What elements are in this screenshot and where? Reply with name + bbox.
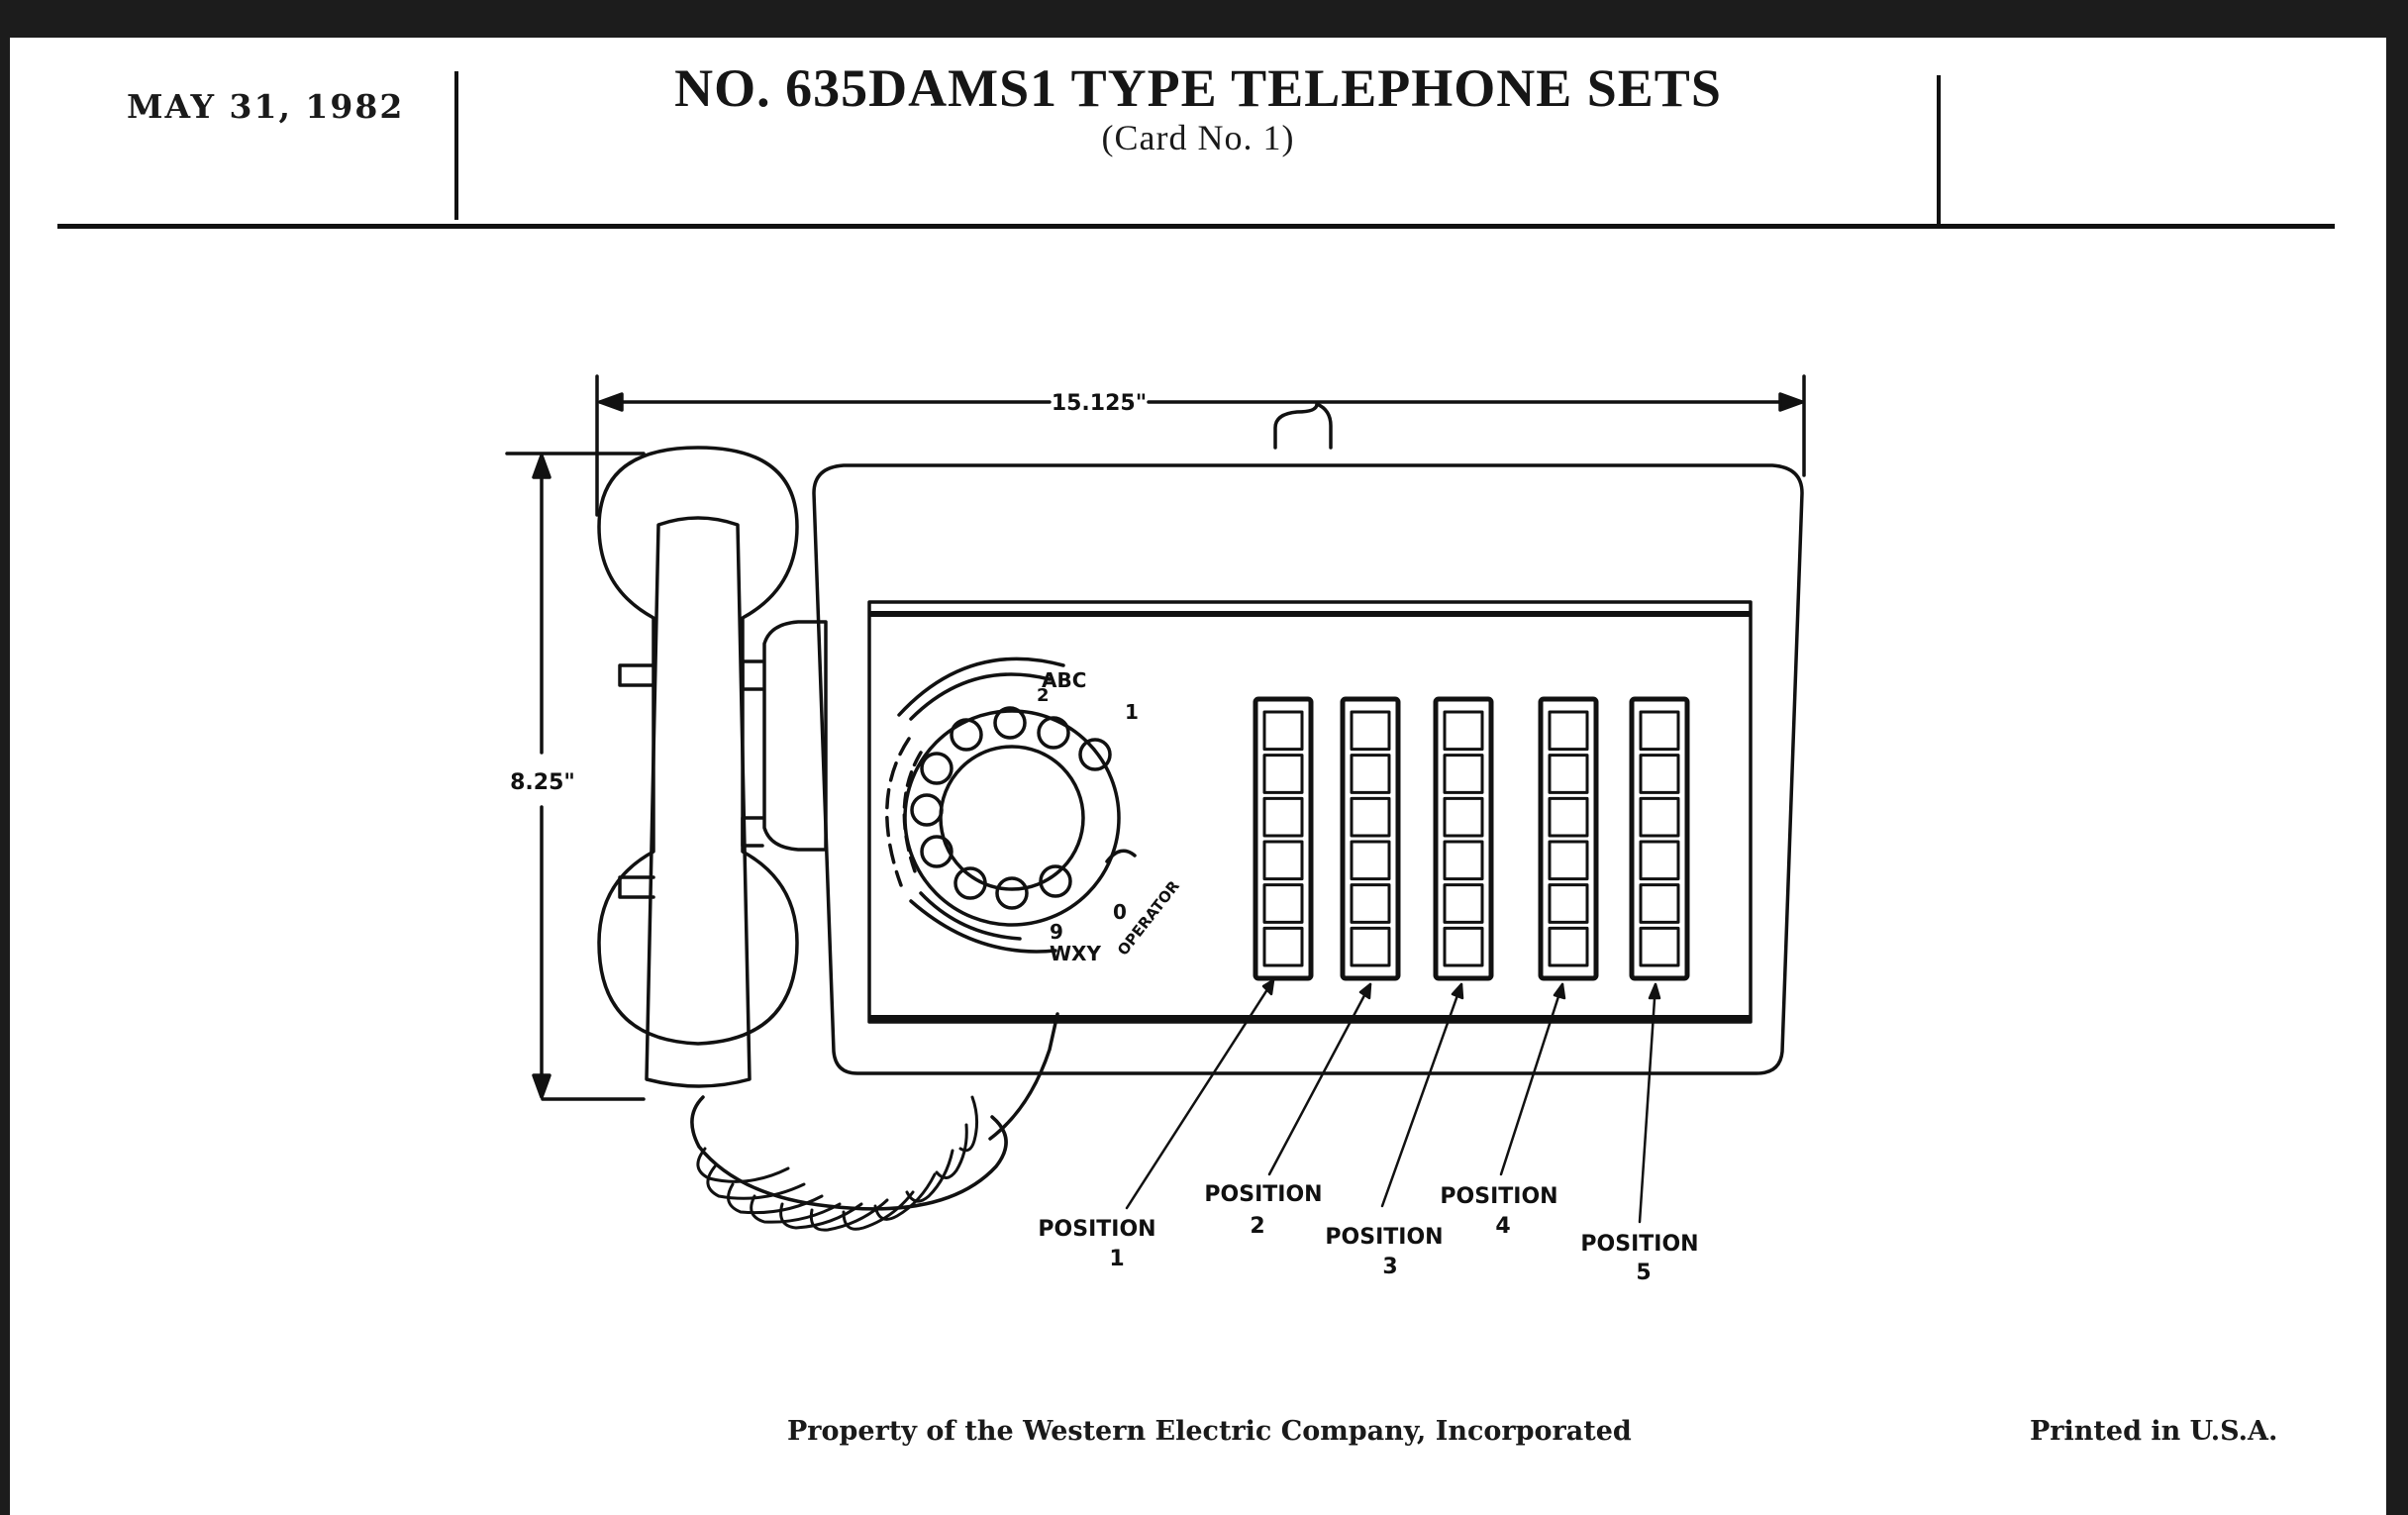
dial-label-wxy: WXY <box>1050 942 1101 965</box>
line-key <box>1639 710 1680 752</box>
line-key <box>1443 840 1484 881</box>
line-key <box>1639 926 1680 967</box>
line-key-strips <box>1253 696 1690 981</box>
reference-card <box>10 38 2386 1515</box>
line-key <box>1262 840 1304 881</box>
rotary-dial: ABC 2 1 9 WXY 0 OPERATOR <box>885 656 1183 965</box>
line-key <box>1443 710 1484 752</box>
header-divider-right <box>1937 75 1941 224</box>
line-key <box>1350 926 1391 967</box>
line-key <box>1443 926 1484 967</box>
line-key <box>1350 796 1391 838</box>
card-date: MAY 31, 1982 <box>127 87 405 126</box>
dial-label-abc: ABC <box>1042 668 1086 692</box>
handset-bracket <box>762 620 828 852</box>
line-key-strip-3 <box>1433 696 1494 981</box>
position-1-number: 1 <box>1109 1247 1124 1271</box>
property-notice: Property of the Western Electric Company… <box>787 1416 1632 1447</box>
line-key <box>1639 840 1680 881</box>
position-3-label: POSITION <box>1325 1225 1443 1250</box>
line-key <box>1639 754 1680 794</box>
position-2-label: POSITION <box>1204 1182 1322 1207</box>
line-key <box>1443 754 1484 794</box>
height-dimension: 8.25" <box>505 452 646 1101</box>
line-key <box>1443 796 1484 838</box>
dial-label-2: 2 <box>1037 685 1050 706</box>
line-key <box>1548 796 1589 838</box>
line-key <box>1548 840 1589 881</box>
printed-notice: Printed in U.S.A. <box>2030 1416 2278 1447</box>
handset-cord <box>690 1095 1008 1211</box>
position-5-label: POSITION <box>1580 1232 1698 1257</box>
line-key-strip-4 <box>1538 696 1599 981</box>
line-key <box>1262 883 1304 924</box>
card-title: NO. 635DAMS1 TYPE TELEPHONE SETS <box>674 58 1722 118</box>
line-key-strip-1 <box>1253 696 1314 981</box>
position-4-number: 4 <box>1495 1214 1510 1239</box>
position-1-label: POSITION <box>1038 1217 1155 1242</box>
line-key <box>1350 840 1391 881</box>
line-key-strip-5 <box>1629 696 1690 981</box>
line-key <box>1262 710 1304 752</box>
line-key <box>1262 796 1304 838</box>
line-key <box>1639 796 1680 838</box>
line-key <box>1350 710 1391 752</box>
line-key <box>1548 754 1589 794</box>
line-key <box>1639 883 1680 924</box>
handset <box>597 446 799 1046</box>
card-subtitle: (Card No. 1) <box>1101 118 1295 157</box>
line-key <box>1548 710 1589 752</box>
line-key <box>1262 926 1304 967</box>
position-3-number: 3 <box>1382 1255 1397 1279</box>
line-key <box>1443 883 1484 924</box>
dial-label-1: 1 <box>1125 700 1139 724</box>
position-2-number: 2 <box>1250 1214 1264 1239</box>
width-dimension-label: 15.125" <box>1052 391 1147 416</box>
height-dimension-label: 8.25" <box>510 770 575 795</box>
header-divider-left <box>454 71 458 220</box>
dial-label-0: 0 <box>1113 900 1127 924</box>
telephone-body <box>812 463 1804 1075</box>
line-key <box>1350 754 1391 794</box>
position-4-label: POSITION <box>1440 1184 1557 1209</box>
header-rule <box>57 224 2335 229</box>
line-key <box>1548 883 1589 924</box>
line-key <box>1350 883 1391 924</box>
line-key <box>1262 754 1304 794</box>
position-5-number: 5 <box>1636 1261 1651 1285</box>
width-dimension: 15.125" <box>595 374 1806 517</box>
line-key-strip-2 <box>1340 696 1401 981</box>
line-key <box>1548 926 1589 967</box>
face-panel <box>867 600 1753 1024</box>
top-knob <box>1273 402 1333 450</box>
position-leaders <box>1125 978 1661 1224</box>
dial-label-9: 9 <box>1050 920 1063 944</box>
